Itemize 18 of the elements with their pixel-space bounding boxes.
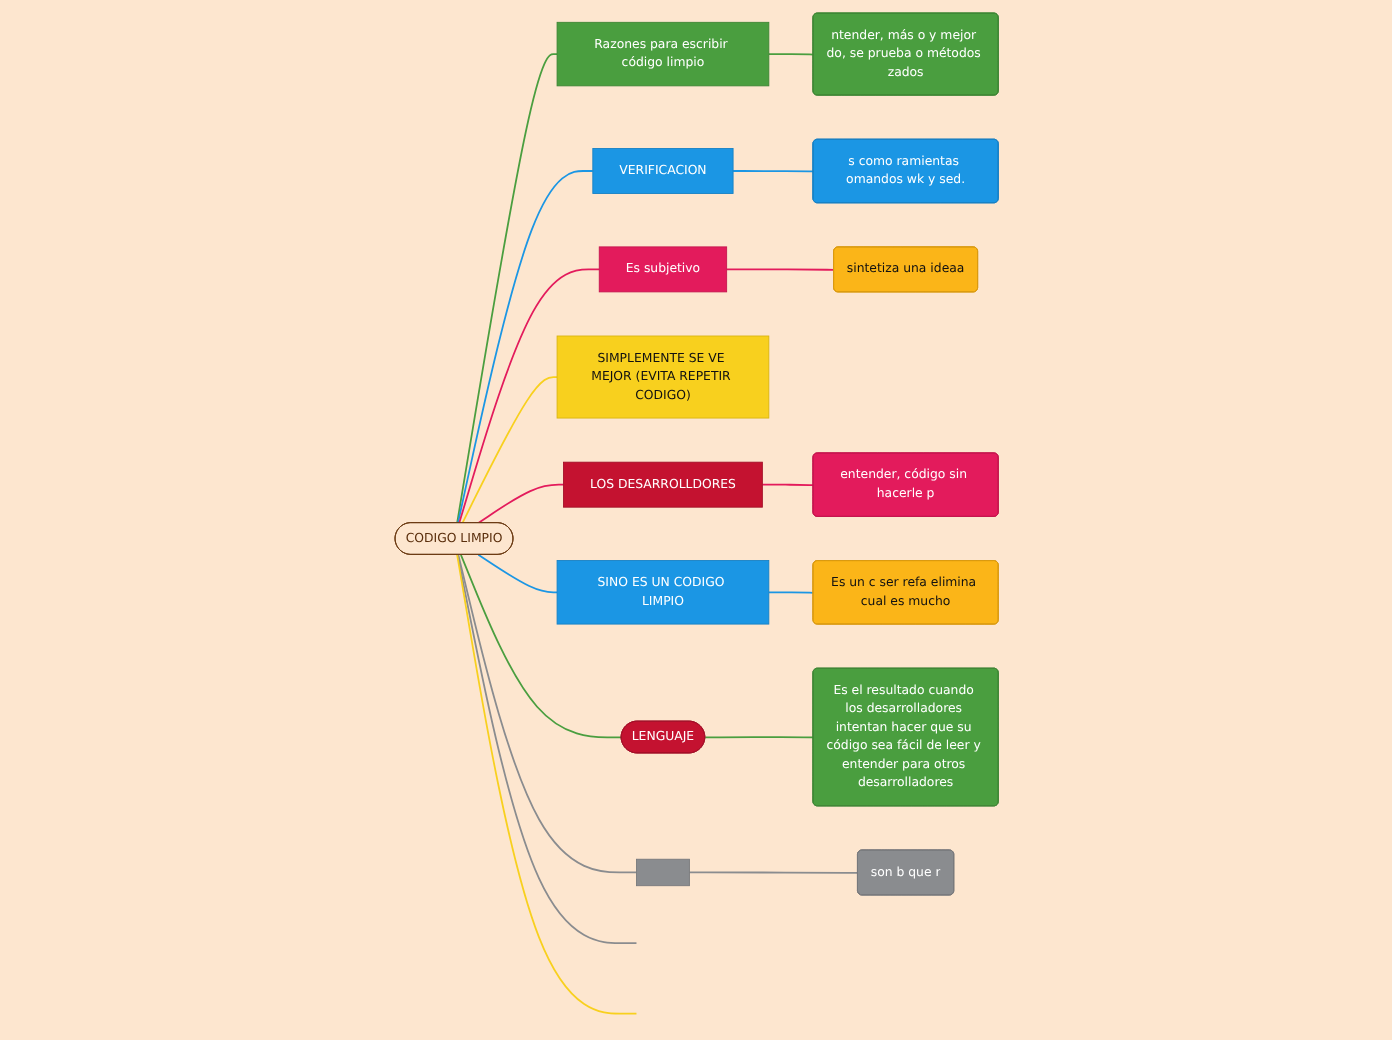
connector-line [731,170,814,173]
node-box [635,858,690,887]
connector-line [476,553,558,594]
connector-line [725,268,835,271]
connector-line [687,871,859,874]
connector-line [703,736,814,739]
connector-line [476,483,564,524]
connector-line [460,376,558,524]
connector-line [456,553,637,874]
connector-line [456,170,594,524]
connector-line [457,268,600,524]
connector-line [456,553,637,944]
connector-line [455,553,637,1015]
connector-line [459,553,622,739]
connector-line [767,591,814,594]
connector-line [760,483,814,487]
connector-line [455,53,558,524]
connector-line [767,53,814,56]
